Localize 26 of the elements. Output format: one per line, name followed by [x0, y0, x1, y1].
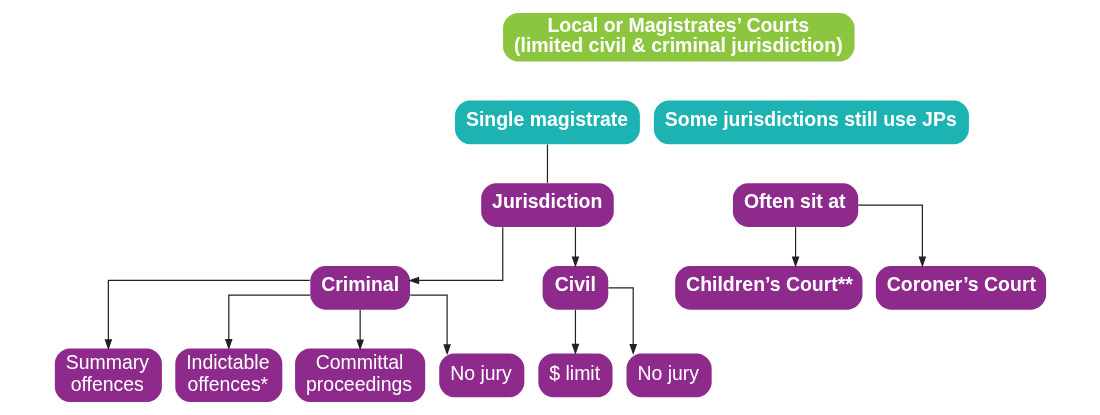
- node-box: Criminal: [309, 265, 410, 310]
- arrow: [409, 294, 451, 356]
- node-box: No jury: [438, 353, 524, 398]
- node-box: Often sit at: [732, 183, 858, 227]
- arrow: [857, 204, 926, 268]
- node-box: Civil: [542, 265, 608, 310]
- node-box: Coroner’s Court: [875, 265, 1046, 310]
- node-box: Children’s Court**: [674, 265, 862, 310]
- arrow: [607, 287, 637, 356]
- node-box: No jury: [626, 353, 712, 398]
- node-box: Local or Magistrates’ Courts (limited civil & criminal jurisdiction): [502, 12, 855, 62]
- arrow: [571, 226, 579, 268]
- node-box: Jurisdiction: [480, 183, 614, 227]
- arrow: [791, 226, 799, 268]
- node-box: $ limit: [537, 353, 613, 398]
- arrow: [355, 309, 364, 351]
- node-box: Indictable offences*: [174, 348, 282, 403]
- node-box: Summary offences: [54, 348, 162, 403]
- connector: [546, 143, 548, 184]
- node-box: Some jurisdictions still use JPs: [653, 100, 969, 145]
- arrow: [571, 309, 579, 355]
- arrow: [407, 226, 503, 285]
- node-box: Committal proceedings: [294, 348, 425, 403]
- arrow: [224, 294, 311, 351]
- node-box: Single magistrate: [454, 100, 640, 145]
- arrow: [104, 279, 310, 351]
